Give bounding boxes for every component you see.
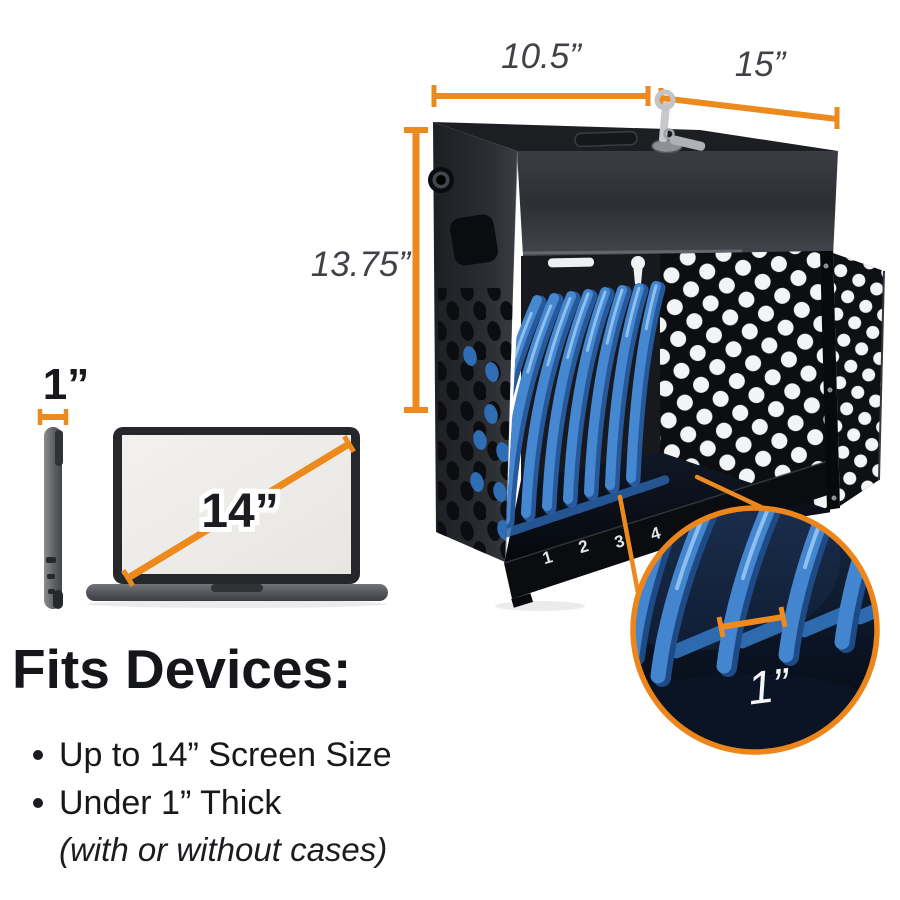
cabinet-width-label: 15” bbox=[735, 45, 787, 84]
cable-grommet bbox=[428, 167, 454, 193]
left-panel-perforations bbox=[438, 288, 514, 558]
screen-diagonal-dimension bbox=[121, 434, 356, 588]
bullet-dot-icon bbox=[33, 798, 43, 808]
spare-key bbox=[669, 135, 706, 151]
header-lip-highlight bbox=[522, 249, 743, 255]
fits-devices-list: Up to 14” Screen Size Under 1” Thick (wi… bbox=[12, 731, 392, 869]
laptop-base bbox=[86, 584, 388, 601]
screen-size-label: 14” bbox=[201, 485, 278, 538]
laptop-hinge-bump bbox=[55, 430, 63, 466]
open-door bbox=[833, 253, 885, 506]
lock-key bbox=[651, 89, 706, 154]
laptop-side-body bbox=[44, 427, 62, 609]
slot-spacing-magnifier: 1” bbox=[630, 505, 880, 755]
magnifier-leader-lines bbox=[617, 474, 766, 601]
laptop-front-view: 14” bbox=[86, 427, 388, 608]
slot-spacing-label: 1” bbox=[745, 657, 795, 714]
tine-feet bbox=[504, 475, 670, 542]
thickness-dimension bbox=[37, 409, 69, 425]
device-thickness-label: 1” bbox=[43, 360, 89, 409]
cabinet-height-label: 13.75” bbox=[311, 245, 412, 284]
cabinet-front-header bbox=[517, 151, 838, 257]
magnifier-content: 1” bbox=[633, 508, 877, 750]
laptop-side-view: 1” bbox=[37, 360, 89, 609]
tine-highlights bbox=[504, 284, 658, 529]
door-perforations bbox=[833, 253, 884, 506]
cabinet-foot bbox=[511, 593, 534, 608]
laptop-shadow bbox=[87, 600, 387, 608]
laptop-side-foot bbox=[53, 590, 63, 609]
cabinet-depth-dimension: 10.5” bbox=[431, 37, 651, 107]
bullet-screen-size-text: Up to 14” Screen Size bbox=[59, 735, 392, 774]
key-shaft bbox=[658, 101, 671, 143]
side-handle-cutout bbox=[450, 214, 498, 266]
slot-spacing-dimension bbox=[716, 606, 788, 638]
width-dimension-line bbox=[660, 95, 838, 122]
bullet-thickness: Under 1” Thick bbox=[12, 779, 392, 827]
wall-mount-slot bbox=[548, 257, 595, 268]
bullet-dot-icon bbox=[33, 750, 43, 760]
front-base-band: 1 2 3 4 bbox=[495, 460, 834, 611]
cabinet-depth-label: 10.5” bbox=[501, 37, 582, 76]
cabinet-width-dimension: 15” bbox=[658, 45, 840, 129]
key-bow bbox=[654, 89, 676, 111]
laptop-side-ports bbox=[46, 557, 56, 594]
laptop-screen bbox=[122, 435, 351, 574]
bullet-thickness-text: Under 1” Thick bbox=[59, 783, 282, 822]
wall-mount-keyhole bbox=[631, 256, 645, 284]
cases-note: (with or without cases) bbox=[59, 831, 388, 868]
fits-devices-heading: Fits Devices: bbox=[12, 638, 352, 700]
key-ring bbox=[663, 128, 675, 140]
floor-shadow bbox=[495, 601, 585, 611]
door-hinge bbox=[820, 251, 840, 510]
magnifier-rim bbox=[630, 505, 880, 755]
bullet-screen-size: Up to 14” Screen Size bbox=[12, 731, 392, 779]
top-recessed-handle bbox=[574, 130, 638, 148]
right-panel-perforations bbox=[660, 251, 830, 512]
laptop-base-notch bbox=[211, 584, 263, 592]
cabinet-height-dimension: 13.75” bbox=[311, 127, 428, 413]
fits-devices-section: Fits Devices: Up to 14” Screen Size Unde… bbox=[12, 642, 392, 869]
charging-cabinet: 1 2 3 4 bbox=[428, 89, 885, 611]
blue-lit-holes bbox=[463, 346, 511, 540]
